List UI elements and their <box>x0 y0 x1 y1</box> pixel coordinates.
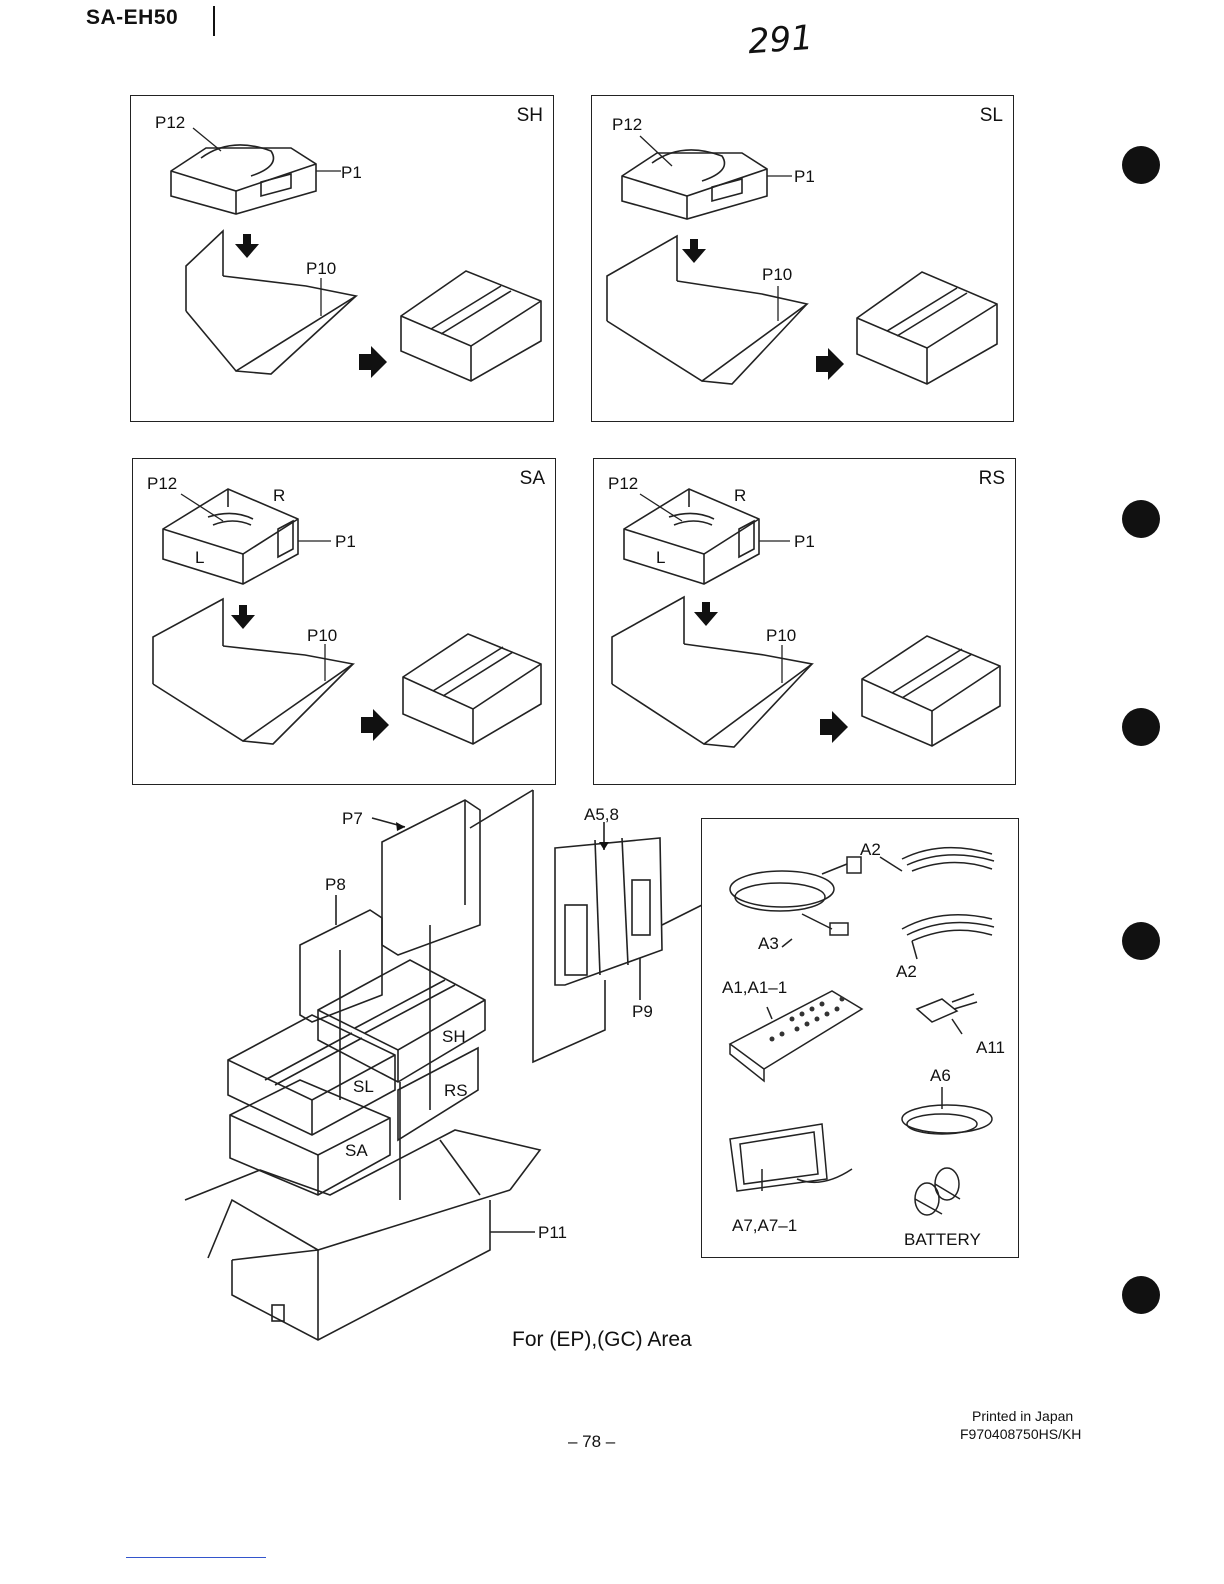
page-number: – 78 – <box>568 1432 615 1452</box>
label-p11: P11 <box>538 1224 567 1241</box>
label-battery: BATTERY <box>904 1231 981 1248</box>
punch-hole <box>1122 500 1160 538</box>
box-label-sh: SH <box>442 1028 466 1045</box>
punch-hole <box>1122 146 1160 184</box>
box-label-sl: SL <box>353 1078 374 1095</box>
scan-edge-line <box>126 1557 266 1558</box>
punch-hole <box>1122 708 1160 746</box>
accessories-panel: A2 A3 A2 A1,A1–1 A11 A6 A7,A7–1 BATTERY <box>701 818 1019 1258</box>
printed-note: Printed in Japan <box>972 1408 1073 1424</box>
label-a11: A11 <box>976 1039 1005 1056</box>
label-p7: P7 <box>342 810 363 827</box>
label-a2-top: A2 <box>860 841 881 858</box>
box-label-sa: SA <box>345 1142 368 1159</box>
label-p8: P8 <box>325 876 346 893</box>
punch-hole <box>1122 922 1160 960</box>
box-label-rs: RS <box>444 1082 468 1099</box>
label-a3: A3 <box>758 935 779 952</box>
label-a2-bottom: A2 <box>896 963 917 980</box>
label-a7: A7,A7–1 <box>732 1217 797 1234</box>
accessories-illustration <box>702 819 1018 1257</box>
area-caption: For (EP),(GC) Area <box>512 1328 692 1352</box>
punch-hole <box>1122 1276 1160 1314</box>
label-p9: P9 <box>632 1003 653 1020</box>
document-code: F970408750HS/KH <box>960 1426 1081 1442</box>
label-a6: A6 <box>930 1067 951 1084</box>
label-a1: A1,A1–1 <box>722 979 787 996</box>
label-a5-8: A5,8 <box>584 806 619 823</box>
